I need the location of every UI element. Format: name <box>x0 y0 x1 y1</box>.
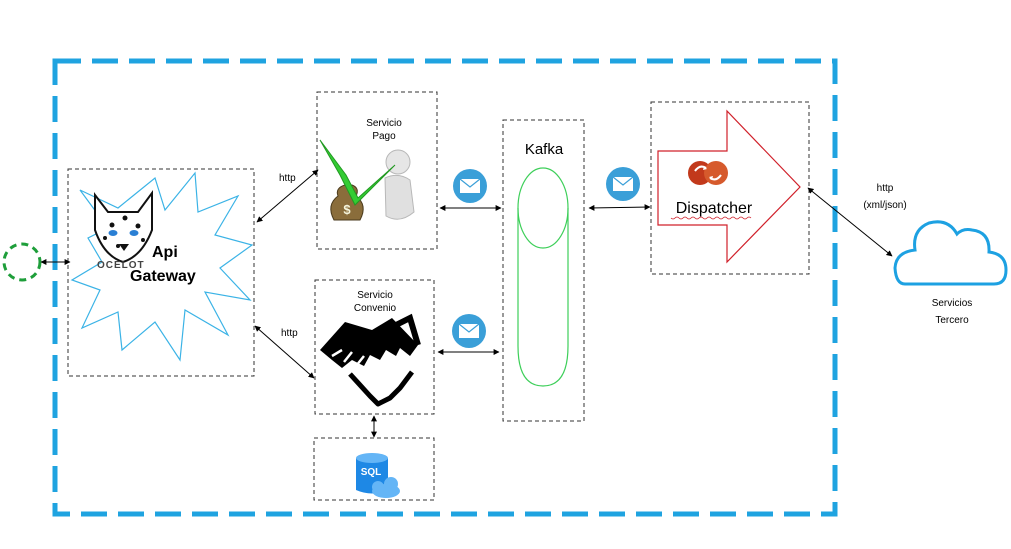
servicios-tercero-label-line2: Tercero <box>935 315 969 326</box>
money-bag-checkmark-icon: $ <box>319 139 415 221</box>
cylinder-icon <box>517 167 569 387</box>
connector-gateway-convenio <box>254 325 315 379</box>
kafka-label: Kafka <box>525 141 564 158</box>
svg-text:$: $ <box>343 202 351 217</box>
kafka-box <box>502 119 585 422</box>
sql-database-icon <box>356 453 400 498</box>
api-gateway-box <box>67 168 255 377</box>
dispatcher-spellcheck-underline <box>670 216 752 220</box>
connector-dispatcher-tercero <box>807 187 893 257</box>
connector-label-gateway-convenio: http <box>281 328 298 339</box>
envelope-icon <box>453 169 487 203</box>
connector-label-dispatcher-tercero-line1: http <box>877 183 894 194</box>
ocelot-logo-text: OCELOT <box>97 260 145 271</box>
cloud-icon <box>893 220 1008 286</box>
envelope-icon <box>606 167 640 201</box>
servicios-tercero-label-line1: Servicios <box>932 298 973 309</box>
connector-kafka-dispatcher <box>588 204 651 211</box>
dispatcher-label: Dispatcher <box>676 200 753 217</box>
ocelot-logo-icon <box>94 189 153 264</box>
sql-database-box <box>313 437 435 501</box>
api-gateway-label-line2: Gateway <box>130 268 196 285</box>
servicio-convenio-label-line1: Servicio <box>357 290 393 301</box>
dispatcher-box <box>650 101 810 275</box>
refresh-icon <box>688 161 728 185</box>
handshake-icon <box>320 313 421 407</box>
servicio-pago-box <box>316 91 438 250</box>
servicio-pago-label-line1: Servicio <box>366 118 402 129</box>
sql-label: SQL <box>361 467 382 478</box>
connector-label-gateway-pago: http <box>279 173 296 184</box>
connector-label-dispatcher-tercero-line2: (xml/json) <box>863 200 906 211</box>
envelope-icon <box>452 314 486 348</box>
connector-gateway-pago <box>256 169 319 223</box>
servicio-convenio-label-line2: Convenio <box>354 303 397 314</box>
api-gateway-label-line1: Api <box>152 244 178 261</box>
servicio-pago-label-line2: Pago <box>372 131 396 142</box>
servicio-convenio-box <box>314 279 435 415</box>
client-circle-icon <box>2 242 42 282</box>
system-boundary <box>52 58 838 517</box>
dispatcher-arrow-shape <box>657 109 801 264</box>
